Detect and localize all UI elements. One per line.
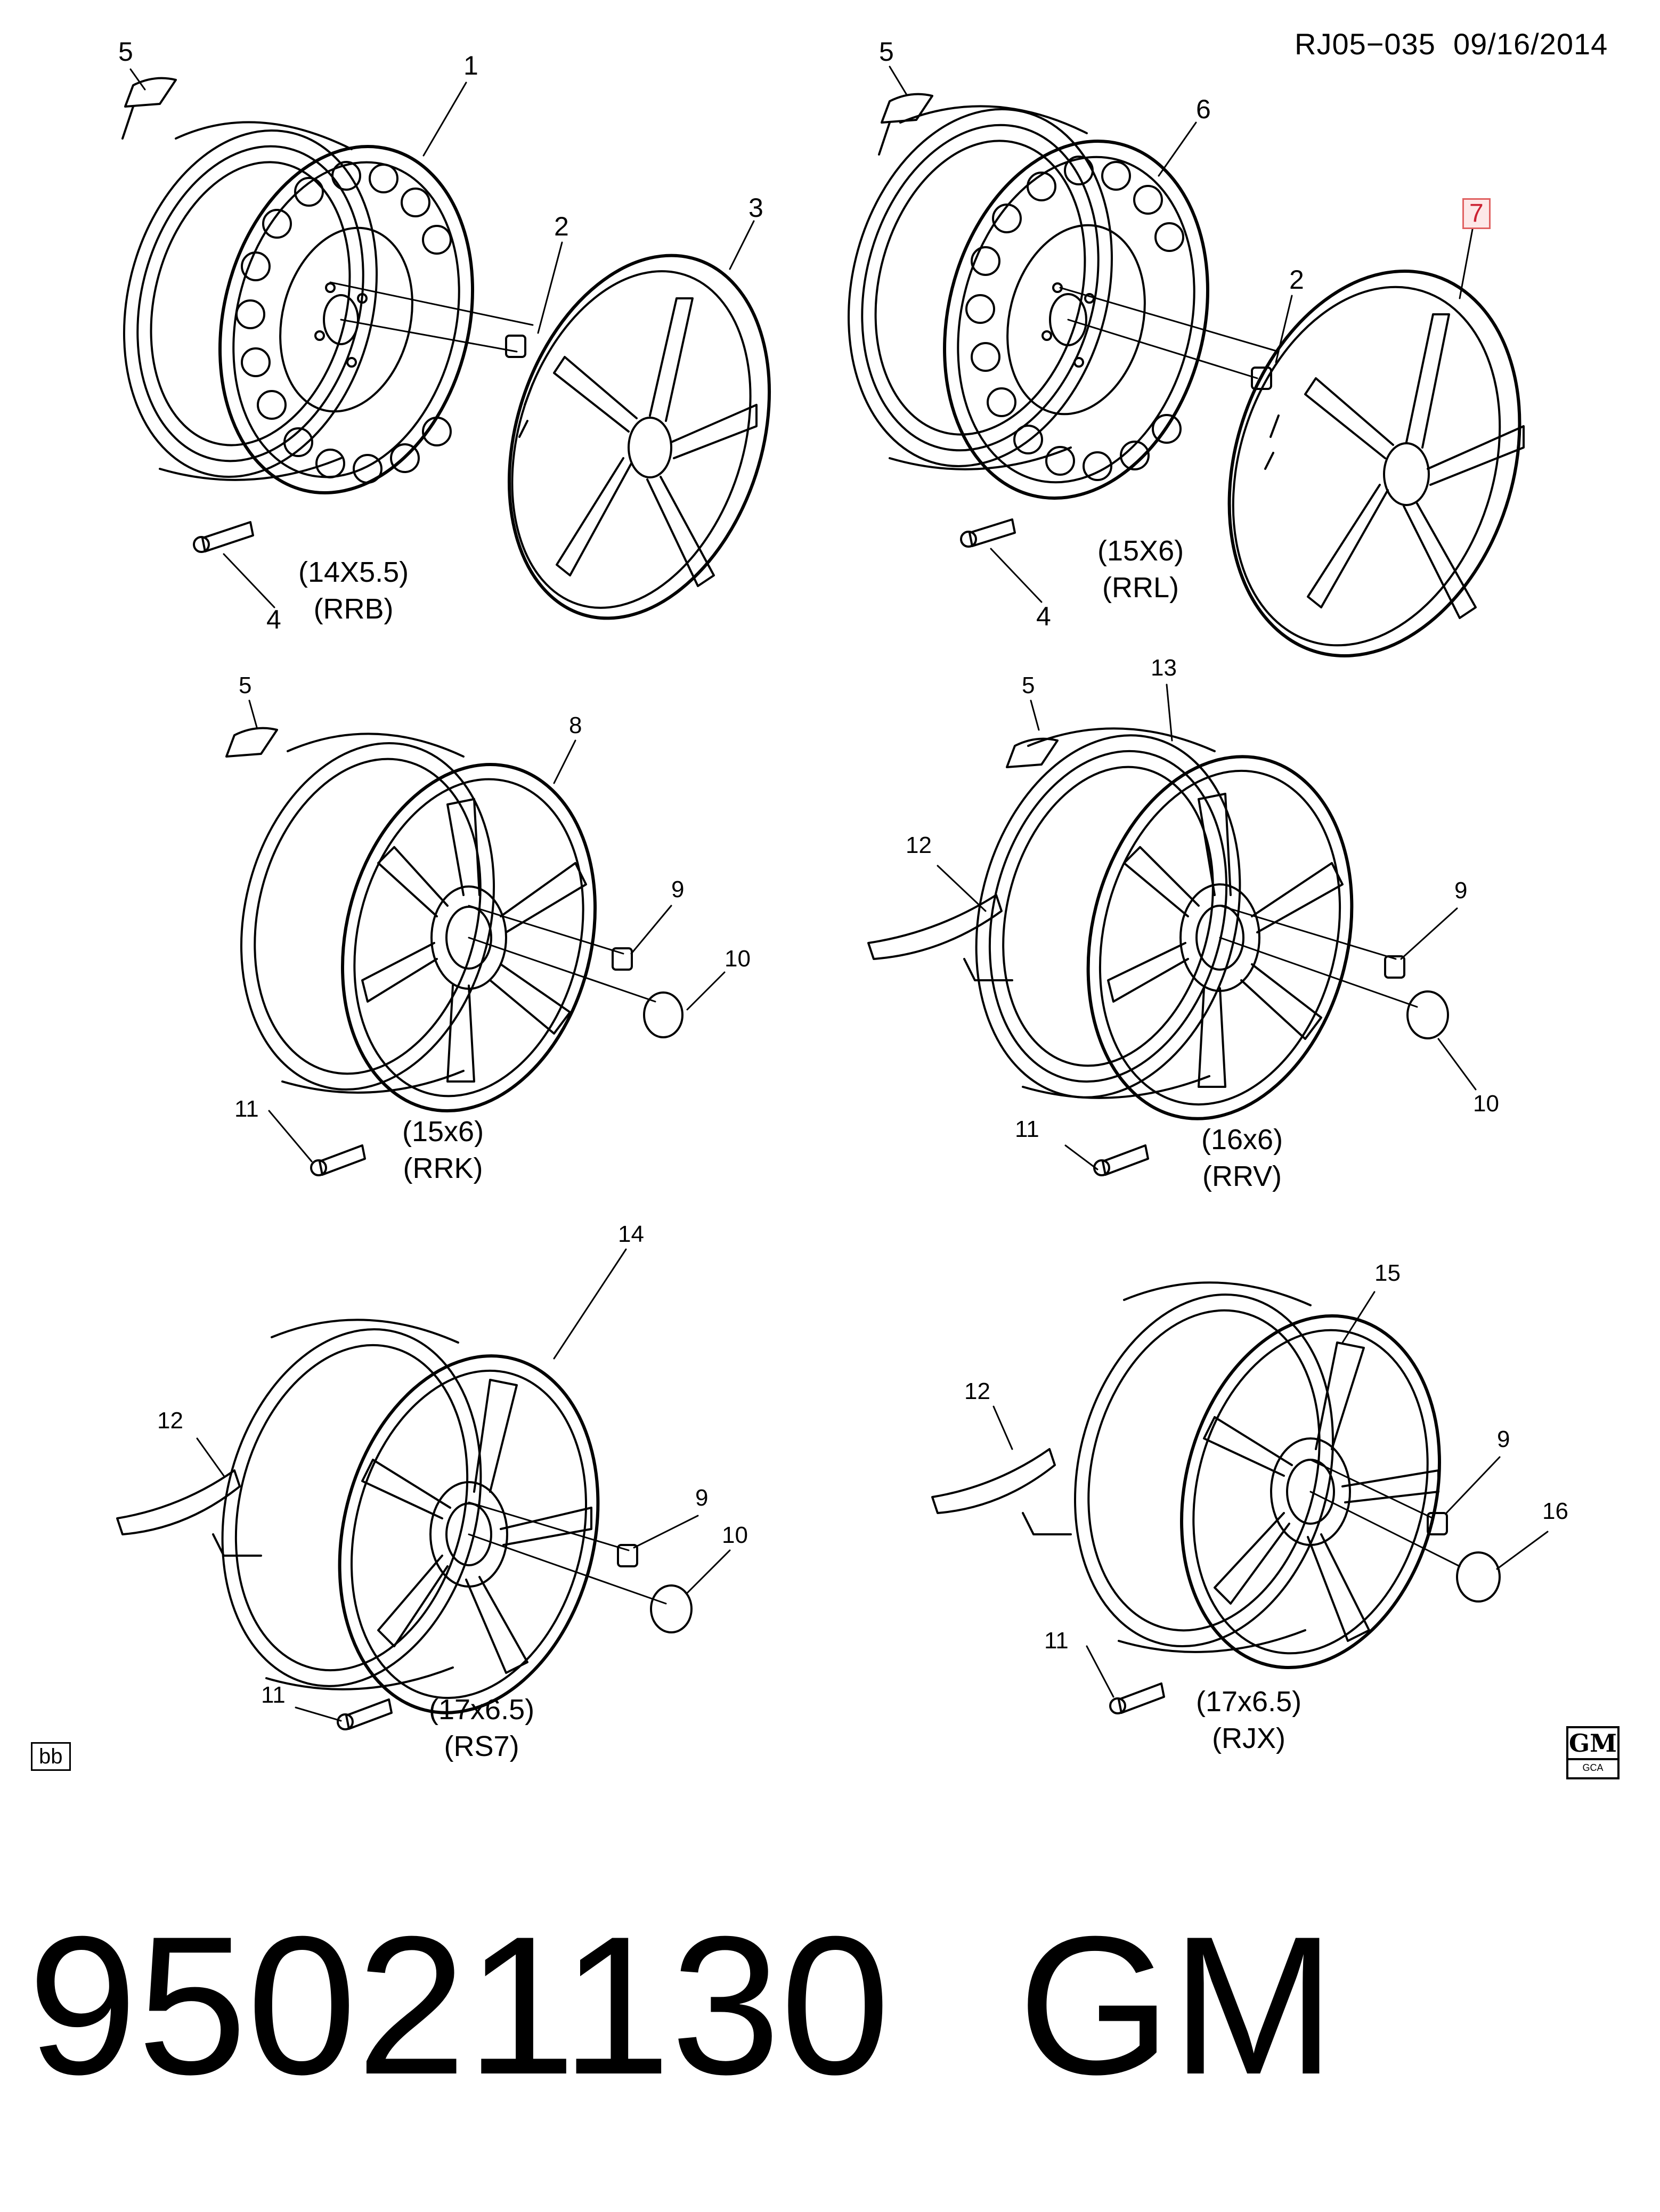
callout-10-a: 10 [725,946,751,972]
callout-14: 14 [618,1221,644,1247]
callout-7-highlighted: 7 [1462,198,1491,229]
caption-code: (RS7) [444,1730,519,1763]
callout-4-b: 4 [1036,601,1051,631]
gm-logo-mark: GM [1568,1728,1617,1760]
caption-code: (RRV) [1202,1160,1282,1193]
footer-brand: GM [1018,1896,1336,2116]
caption-group-3: (15x6) (RRK) [402,1113,484,1187]
caption-size: (14X5.5) [298,556,409,588]
callout-11-c: 11 [261,1682,286,1708]
gm-logo-sub: GCA [1582,1762,1604,1773]
caption-group-6: (17x6.5) (RJX) [1196,1684,1301,1757]
callout-5-a: 5 [118,37,133,67]
callout-15: 15 [1374,1260,1401,1286]
leader-lines [129,66,1549,1722]
caption-group-5: (17x6.5) (RS7) [429,1691,534,1765]
caption-code: (RRB) [313,593,394,625]
wheel-parts-diagram: RJ05−035 09/16/2014 5 1 2 3 4 5 6 2 7 4 … [31,27,1620,1779]
corner-tag-bb: bb [31,1742,71,1771]
alloy-wheel-15 [931,1281,1501,1714]
callout-12-a: 12 [906,832,932,858]
callout-5-d: 5 [1022,672,1035,698]
callout-9-d: 9 [1497,1426,1510,1452]
callout-10-c: 10 [722,1522,748,1548]
doc-code-text: RJ05−035 [1295,27,1436,61]
caption-size: (17x6.5) [1196,1686,1302,1718]
callout-5-c: 5 [239,672,252,698]
callout-6: 6 [1196,94,1211,124]
doc-date-text: 09/16/2014 [1453,27,1608,61]
callout-12-c: 12 [964,1378,990,1404]
callout-16: 16 [1542,1498,1568,1524]
callout-4-a: 4 [266,605,281,635]
caption-group-2: (15X6) (RRL) [1097,533,1184,606]
wheel-illustrations [116,66,1549,1730]
callout-2-b: 2 [1289,265,1304,295]
callout-12-b: 12 [157,1408,183,1434]
caption-size: (17x6.5) [429,1694,535,1726]
hubcap-3 [507,254,771,620]
callout-11-b: 11 [1015,1116,1039,1142]
callout-8: 8 [569,712,582,738]
callout-11-a: 11 [234,1096,259,1122]
document-code: RJ05−035 09/16/2014 [1295,27,1608,61]
caption-size: (15X6) [1097,535,1184,567]
alloy-wheel-14 [116,1319,693,1730]
alloy-wheel-13 [867,727,1449,1176]
callout-9-a: 9 [671,876,685,902]
callout-2-a: 2 [554,212,569,241]
caption-code: (RRK) [403,1152,483,1185]
callout-11-d: 11 [1044,1628,1069,1654]
callout-3: 3 [748,193,763,223]
part-number: 95021130 [28,1896,890,2116]
caption-group-1: (14X5.5) (RRB) [298,554,409,628]
caption-size: (15x6) [402,1116,484,1148]
callout-1: 1 [463,51,478,80]
callout-10-b: 10 [1473,1091,1499,1117]
alloy-wheel-8 [225,727,683,1176]
callout-9-c: 9 [695,1485,709,1511]
caption-code: (RRL) [1102,572,1179,604]
gm-logo: GM GCA [1566,1726,1620,1779]
caption-group-4: (16x6) (RRV) [1201,1121,1283,1195]
caption-size: (16x6) [1201,1124,1283,1156]
steel-wheel-1 [121,77,534,553]
callout-5-b: 5 [879,37,894,67]
callout-13: 13 [1151,655,1177,681]
callout-9-b: 9 [1454,877,1468,904]
caption-code: (RJX) [1212,1722,1286,1755]
steel-wheel-6 [848,93,1280,548]
hubcap-7 [1227,270,1525,657]
